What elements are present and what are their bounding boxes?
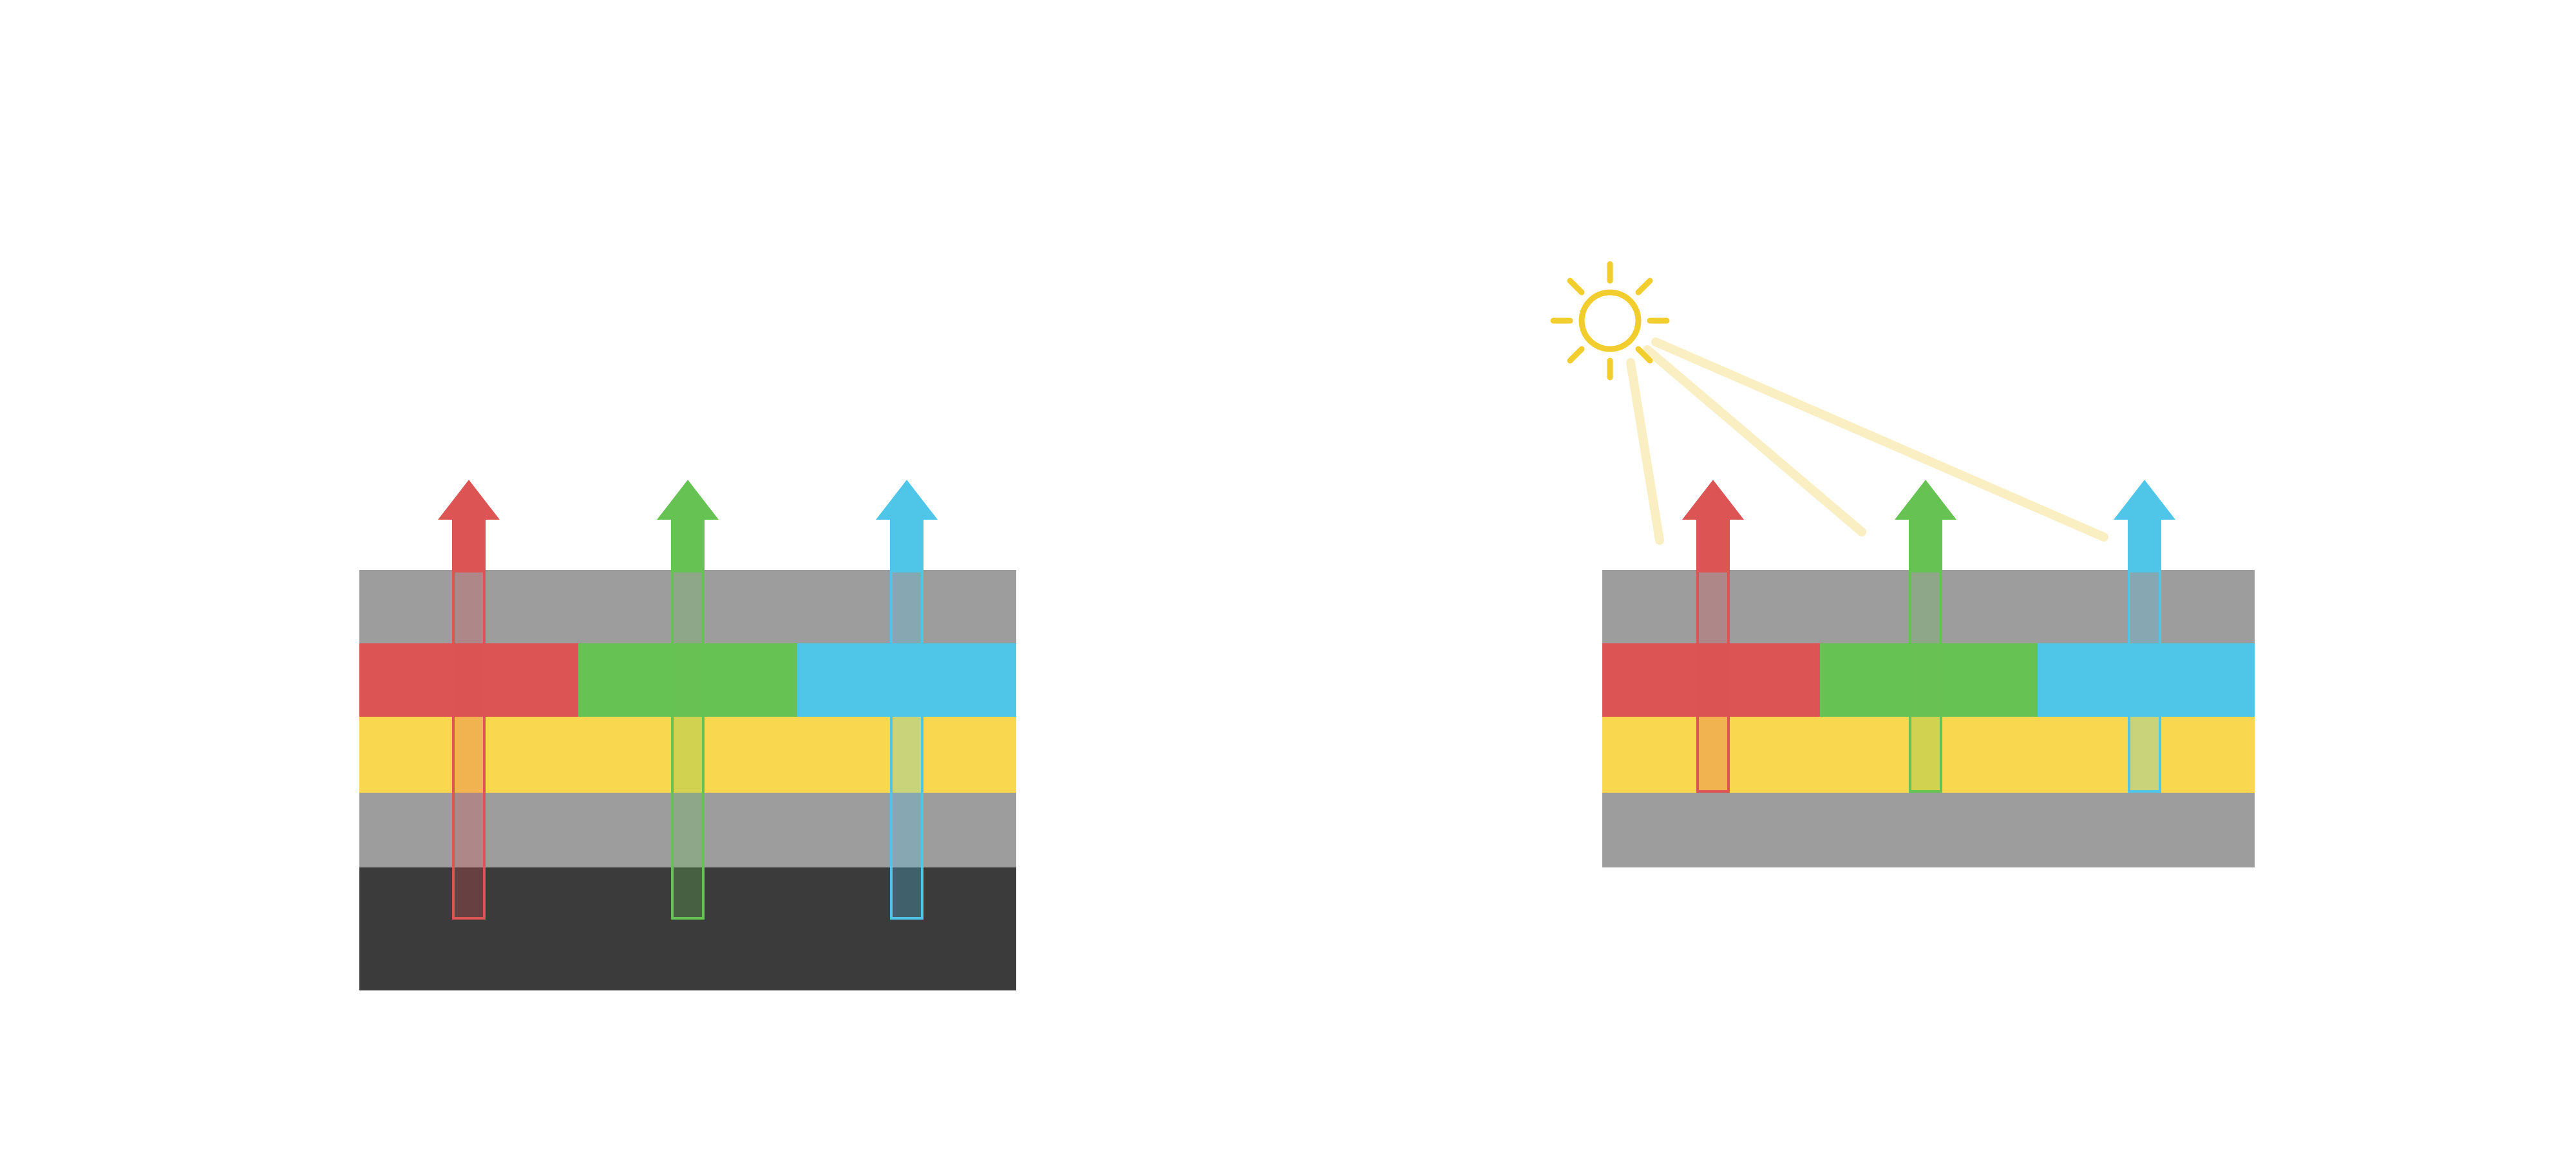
up-arrow-icon — [2114, 480, 2175, 520]
sun-ray — [1635, 346, 1653, 364]
sun-ray — [1635, 278, 1653, 296]
left-red-light-arrow — [438, 480, 500, 920]
left-bottom-gray-layer — [359, 793, 1016, 867]
sun-disc — [1578, 289, 1642, 352]
reflective-display-stack — [1602, 570, 2255, 867]
left-cyan-light-arrow — [876, 480, 938, 920]
left-yellow-layer — [359, 717, 1016, 793]
right-cyan-subpixel — [2038, 643, 2255, 717]
right-yellow-layer — [1602, 717, 2255, 793]
left-green-subpixel — [578, 643, 797, 717]
up-arrow-icon — [438, 480, 500, 520]
up-arrow-icon — [657, 480, 719, 520]
backlit-display-stack — [359, 570, 1016, 990]
arrow-shaft — [1696, 518, 1730, 571]
arrow-shaft — [890, 518, 923, 571]
left-backlight-layer — [359, 867, 1016, 990]
arrow-shaft-through-stack — [890, 570, 923, 920]
right-cyan-light-arrow — [2114, 480, 2175, 793]
left-cyan-subpixel — [797, 643, 1016, 717]
arrow-shaft — [2128, 518, 2161, 571]
sun-ray — [1567, 278, 1585, 296]
sunbeams — [1626, 337, 2108, 545]
right-green-subpixel — [1820, 643, 2038, 717]
right-bottom-gray-layer — [1602, 793, 2255, 867]
arrow-shaft-through-stack — [1696, 570, 1730, 793]
up-arrow-icon — [1895, 480, 1956, 520]
arrow-shaft — [452, 518, 486, 571]
arrow-shaft-through-stack — [2128, 570, 2161, 793]
up-arrow-icon — [876, 480, 938, 520]
arrow-shaft-through-stack — [1909, 570, 1942, 793]
up-arrow-icon — [1682, 480, 1744, 520]
right-subpixel-layer — [1602, 643, 2255, 717]
sunbeam-ray — [1626, 358, 1664, 545]
right-top-gray-layer — [1602, 570, 2255, 643]
left-top-gray-layer — [359, 570, 1016, 643]
arrow-shaft-through-stack — [671, 570, 705, 920]
left-red-subpixel — [359, 643, 578, 717]
sunbeam-ray — [1651, 337, 2108, 542]
left-green-light-arrow — [657, 480, 719, 920]
right-red-light-arrow — [1682, 480, 1744, 793]
arrow-shaft-through-stack — [452, 570, 486, 920]
sun-and-beams — [1550, 261, 2108, 545]
sun-ray — [1567, 346, 1585, 364]
right-red-subpixel — [1602, 643, 1820, 717]
right-green-light-arrow — [1895, 480, 1956, 793]
sunbeam-ray — [1643, 345, 1866, 536]
arrow-shaft — [671, 518, 705, 571]
left-subpixel-layer — [359, 643, 1016, 717]
sun-icon — [1550, 261, 1670, 381]
arrow-shaft — [1909, 518, 1942, 571]
